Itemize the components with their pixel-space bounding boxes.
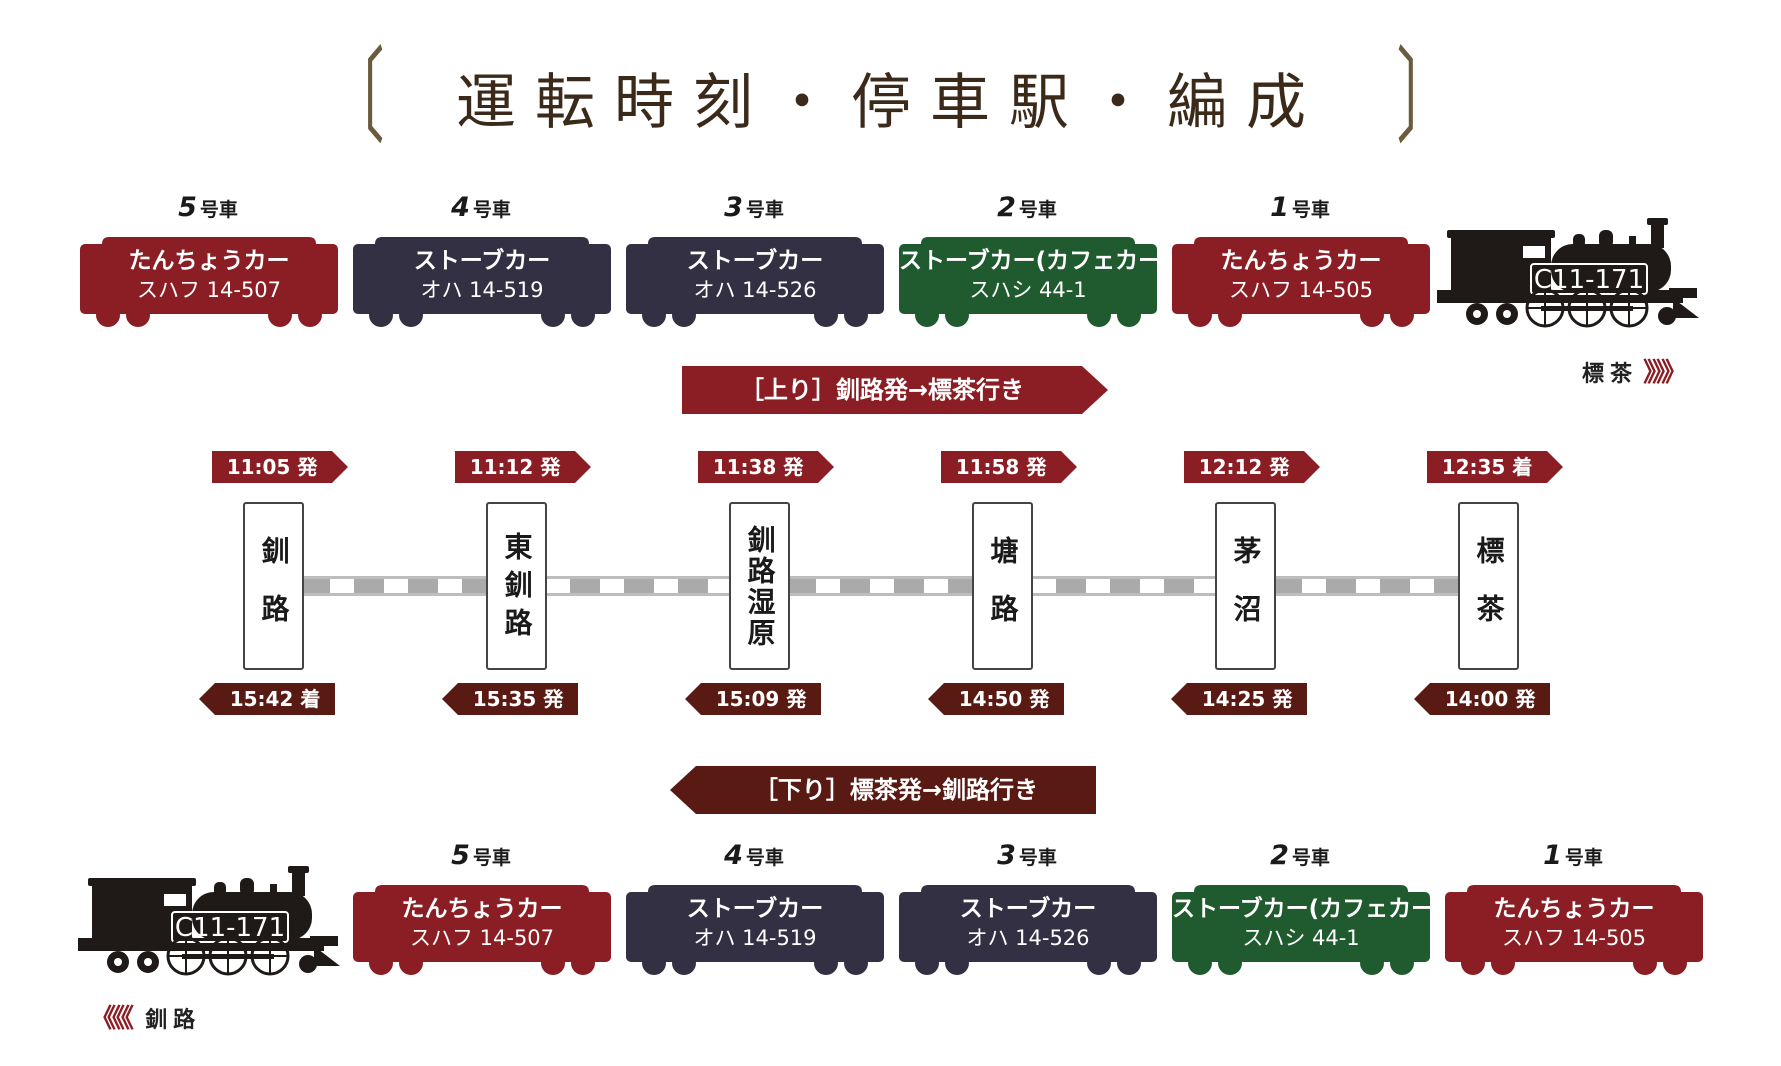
passenger-car: ストーブカー オハ 14-526: [626, 234, 884, 330]
down-time-tag: 14:50 発: [928, 683, 1064, 715]
direction-destination: 釧路: [145, 1008, 202, 1033]
car-code: オハ 14-519: [420, 278, 544, 302]
passenger-car: たんちょうカー スハフ 14-507: [353, 882, 611, 978]
steam-locomotive: C11-171: [1437, 218, 1707, 330]
up-time-tag: 11:12 発: [455, 451, 591, 483]
car-body-icon: [353, 885, 611, 975]
car-body-icon: [1445, 885, 1703, 975]
direction-down-label: 《《《 釧路: [90, 998, 201, 1035]
page-title: 〔 運転時刻・停車駅・編成 〕: [0, 42, 1781, 152]
station-name: 釧路湿原: [743, 524, 777, 649]
steam-locomotive: C11-171: [78, 866, 348, 978]
passenger-car: ストーブカー(カフェカー) スハシ 44-1: [1172, 882, 1445, 978]
car-name: ストーブカー(カフェカー): [899, 248, 1172, 274]
car-code: スハフ 14-505: [1501, 926, 1647, 950]
car-body-icon: [899, 237, 1157, 327]
station-name: 茅沼: [1229, 535, 1263, 652]
car-code: スハフ 14-507: [136, 278, 282, 302]
car-body-icon: [80, 237, 338, 327]
direction-up-label: 標茶 》》》: [1582, 352, 1687, 389]
station-name: 塘路: [986, 535, 1020, 652]
car-name: ストーブカー: [413, 248, 551, 274]
car-name: たんちょうカー: [401, 896, 563, 922]
title-text: 運転時刻・停車駅・編成: [456, 67, 1325, 138]
passenger-car: ストーブカー オハ 14-526: [899, 882, 1157, 978]
station-name: 東釧路: [500, 531, 534, 646]
station-board: 東釧路: [486, 502, 547, 670]
passenger-car: たんちょうカー スハフ 14-505: [1445, 882, 1703, 978]
car-code: スハシ 44-1: [969, 278, 1087, 302]
car-body-icon: [353, 237, 611, 327]
car-body-icon: [1172, 237, 1430, 327]
down-time-tag: 15:09 発: [685, 683, 821, 715]
car-code: オハ 14-526: [693, 278, 817, 302]
title-bracket-right: 〕: [1396, 36, 1454, 158]
steam-locomotive-icon: C11-171: [78, 866, 340, 976]
station-board: 塘路: [972, 502, 1033, 670]
car-code: オハ 14-519: [693, 926, 817, 950]
car-name: たんちょうカー: [1220, 248, 1382, 274]
car-code: スハフ 14-507: [409, 926, 555, 950]
station-name: 標茶: [1472, 535, 1506, 652]
car-name: ストーブカー: [686, 248, 824, 274]
chevron-left-icon: 《《《: [90, 1004, 134, 1034]
down-time-tag: 14:25 発: [1171, 683, 1307, 715]
up-time-tag: 11:38 発: [698, 451, 834, 483]
station-board: 釧路湿原: [729, 502, 790, 670]
station-name: 釧路: [257, 535, 291, 652]
car-name: ストーブカー(カフェカー): [1172, 896, 1445, 922]
passenger-car: ストーブカー オハ 14-519: [626, 882, 884, 978]
station-board: 釧路: [243, 502, 304, 670]
passenger-car: たんちょうカー スハフ 14-505: [1172, 234, 1430, 330]
car-code: スハシ 44-1: [1242, 926, 1360, 950]
up-direction-banner: ［上り］釧路発→標茶行き: [682, 366, 1108, 414]
car-body-icon: [626, 885, 884, 975]
up-time-tag: 12:35 着: [1427, 451, 1563, 483]
down-time-tag: 14:00 発: [1414, 683, 1550, 715]
rail-line: [300, 576, 1460, 596]
car-name: ストーブカー: [959, 896, 1097, 922]
car-body-icon: [1172, 885, 1430, 975]
passenger-car: たんちょうカー スハフ 14-507: [80, 234, 338, 330]
direction-destination: 標茶: [1582, 362, 1639, 387]
down-time-tag: 15:42 着: [199, 683, 335, 715]
car-body-icon: [899, 885, 1157, 975]
car-code: オハ 14-526: [966, 926, 1090, 950]
chevron-right-icon: 》》》: [1643, 358, 1687, 388]
up-banner-text: ［上り］釧路発→標茶行き: [739, 376, 1025, 404]
station-board: 標茶: [1458, 502, 1519, 670]
down-time-tag: 15:35 発: [442, 683, 578, 715]
passenger-car: ストーブカー オハ 14-519: [353, 234, 611, 330]
up-time-tag: 12:12 発: [1184, 451, 1320, 483]
car-name: たんちょうカー: [1493, 896, 1655, 922]
car-name: たんちょうカー: [128, 248, 290, 274]
down-banner-text: ［下り］標茶発→釧路行き: [753, 776, 1039, 804]
down-direction-banner: ［下り］標茶発→釧路行き: [670, 766, 1096, 814]
up-time-tag: 11:58 発: [941, 451, 1077, 483]
station-board: 茅沼: [1215, 502, 1276, 670]
car-code: スハフ 14-505: [1228, 278, 1374, 302]
passenger-car: ストーブカー(カフェカー) スハシ 44-1: [899, 234, 1172, 330]
steam-locomotive-icon: C11-171: [1437, 218, 1699, 328]
up-time-tag: 11:05 発: [212, 451, 348, 483]
car-body-icon: [626, 237, 884, 327]
title-bracket-left: 〔: [327, 36, 385, 158]
car-name: ストーブカー: [686, 896, 824, 922]
